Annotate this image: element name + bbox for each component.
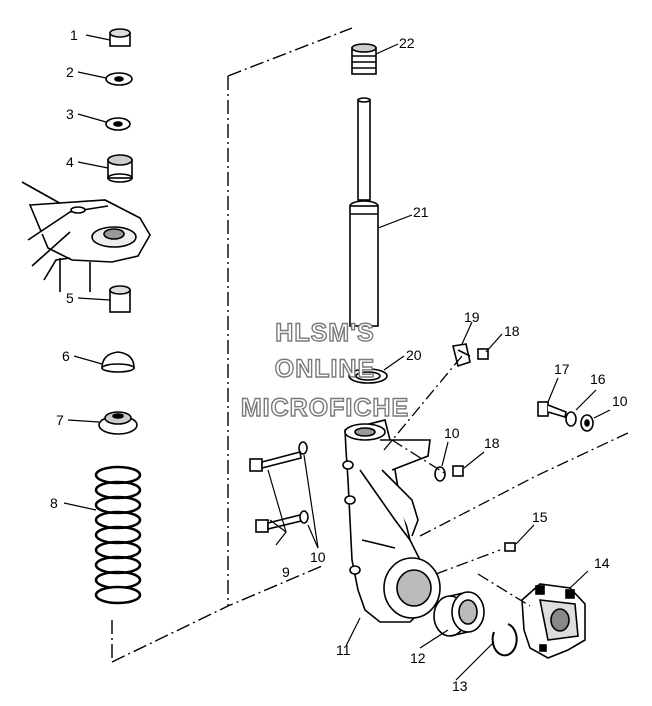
callout-10-mid: 10 [444, 425, 460, 441]
watermark-line-2: ONLINE [275, 355, 375, 383]
part-washer-lower [105, 117, 131, 131]
part-snap-ring [491, 623, 518, 657]
callout-6: 6 [62, 348, 70, 364]
part-knuckle [342, 419, 441, 623]
part-bearing [433, 591, 485, 637]
part-boot [351, 43, 377, 75]
part-clip [452, 343, 471, 368]
callout-20: 20 [406, 347, 422, 363]
part-spring-seat [98, 411, 138, 435]
part-bushing [107, 154, 133, 183]
callout-numbers: 1 2 3 4 5 6 7 8 9 10 10 10 11 12 13 14 1… [50, 27, 628, 694]
part-washer [105, 72, 133, 86]
part-bolt-right [537, 401, 567, 419]
part-coil-spring [94, 465, 142, 605]
assembly-boundary-lines [111, 27, 353, 663]
callout-5: 5 [66, 290, 74, 306]
callout-18-mid: 18 [484, 435, 500, 451]
part-nut-upper [477, 348, 489, 360]
watermark-line-1: HLSM'S [275, 319, 374, 347]
watermark: HLSM'S ONLINE MICROFICHE [240, 318, 409, 422]
part-ring [348, 368, 388, 384]
callout-2: 2 [66, 64, 74, 80]
callout-14: 14 [594, 555, 610, 571]
callout-11: 11 [336, 642, 351, 658]
part-washer-right-10 [580, 414, 594, 432]
part-nut [109, 28, 131, 47]
part-washer-left-upper [298, 441, 308, 455]
callout-7: 7 [56, 412, 64, 428]
callout-9: 9 [282, 564, 290, 580]
callout-10-right: 10 [612, 393, 628, 409]
watermark-line-3: MICROFICHE [241, 394, 409, 422]
part-small-bolt [504, 542, 516, 552]
part-caliper [521, 583, 586, 659]
part-frame-mount [21, 181, 151, 292]
part-spacer [109, 285, 131, 313]
part-washer-left-lower [299, 510, 309, 524]
leader-lines [63, 34, 611, 681]
part-washer-mid [434, 466, 446, 482]
callout-10-left: 10 [310, 549, 326, 565]
callout-12: 12 [410, 650, 426, 666]
callout-8: 8 [50, 495, 58, 511]
callout-13: 13 [452, 678, 468, 694]
callout-19: 19 [464, 309, 480, 325]
callout-17: 17 [554, 361, 570, 377]
part-bolt-upper [249, 451, 302, 472]
part-nut-middle [452, 465, 464, 477]
part-bolt-lower [255, 514, 302, 533]
callout-1: 1 [70, 27, 78, 43]
callout-4: 4 [66, 154, 74, 170]
part-washer-right-16 [565, 411, 577, 427]
callout-18-upper: 18 [504, 323, 520, 339]
part-cap [101, 351, 135, 373]
callout-15: 15 [532, 509, 548, 525]
callout-22: 22 [399, 35, 415, 51]
assembly-lines-right [383, 355, 631, 607]
callout-16: 16 [590, 371, 606, 387]
callout-3: 3 [66, 106, 74, 122]
callout-21: 21 [413, 204, 429, 220]
part-strut [349, 97, 379, 327]
